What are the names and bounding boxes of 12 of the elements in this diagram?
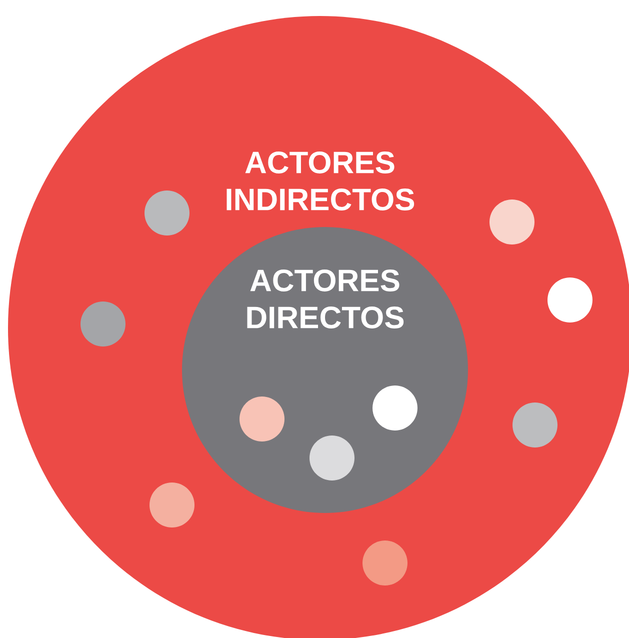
circle-label: ACTORES DIRECTOS: [247, 270, 404, 328]
circle-label: ACTORES INDIRECTOS: [226, 152, 414, 210]
dot: [512, 402, 558, 448]
dot: [310, 436, 354, 480]
dot: [548, 278, 592, 322]
dot: [144, 190, 190, 236]
dot: [372, 386, 418, 430]
dot: [490, 200, 534, 244]
dot: [80, 302, 126, 346]
dot: [362, 540, 408, 586]
dot: [240, 396, 284, 442]
dot: [150, 482, 194, 528]
